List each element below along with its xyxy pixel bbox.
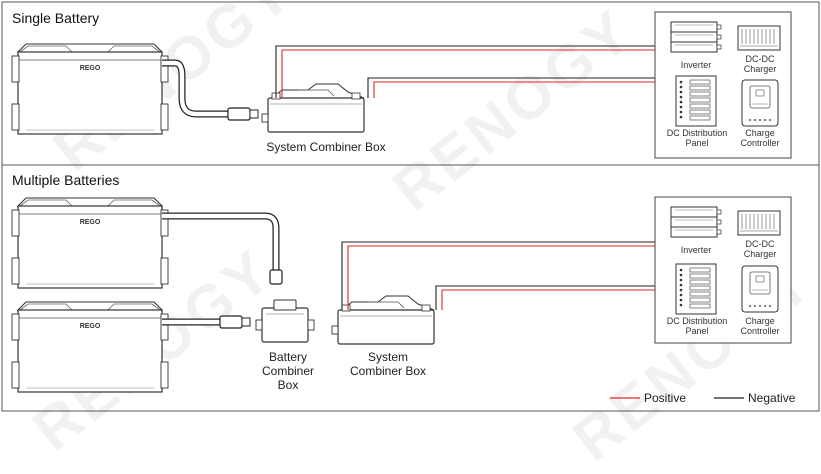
dcdc-charger-label-line1: DC-DC [745,54,775,64]
inverter-icon [670,21,722,53]
dc-distribution-panel-icon [675,263,717,315]
system-combiner-label-line2: Combiner Box [349,364,427,378]
lithium-battery [11,43,169,135]
dc-panel-label-line1: DC Distribution [666,128,728,138]
dc-distribution-panel-icon [675,75,717,127]
battery-combiner-box-label: Battery Combiner Box [256,350,320,392]
charge-controller-label: Charge Controller [730,316,790,336]
dc-panel-label-line1: DC Distribution [666,316,728,326]
charge-controller-icon [741,265,779,313]
dc-distribution-panel-label: DC Distribution Panel [660,316,734,336]
section-title-multiple: Multiple Batteries [12,172,120,188]
dcdc-charger-label-line2: Charger [743,64,777,74]
lithium-battery-2 [11,301,169,393]
dcdc-charger-label: DC-DC Charger [730,54,790,74]
system-combiner-box-label: System Combiner Box [266,140,386,154]
battery-cables [162,212,283,329]
dcdc-charger-label-line1: DC-DC [745,239,775,249]
system-combiner-box-label-2: System Combiner Box [340,350,436,378]
charge-controller-label-line1: Charge [745,316,775,326]
battery-combiner-label-line2: Combiner [261,364,315,378]
charge-controller-label-line2: Controller [740,138,780,148]
battery-brand-label: REGO [79,219,101,226]
battery-combiner-label-line3: Box [277,378,299,392]
dcdc-charger-icon [737,210,781,236]
dcdc-charger-icon [737,25,781,51]
system-combiner-box [261,83,365,133]
battery-cable [162,59,259,121]
dcdc-charger-label: DC-DC Charger [730,239,790,259]
charge-controller-label-line2: Controller [740,326,780,336]
inverter-label: Inverter [680,60,712,70]
system-combiner-box-2 [331,295,435,345]
legend-positive-label: Positive [644,391,687,405]
dc-distribution-panel-label: DC Distribution Panel [660,128,734,148]
battery-combiner-label-line1: Battery [268,350,307,364]
battery-combiner-box [255,299,315,343]
dc-panel-label-line2: Panel [685,326,709,336]
inverter-icon [670,206,722,238]
dc-panel-label-line2: Panel [685,138,709,148]
section-title-single: Single Battery [12,10,100,26]
battery-brand-label: REGO [79,65,101,72]
inverter-label: Inverter [680,245,712,255]
wiring-diagram [1,1,820,412]
charge-controller-label-line1: Charge [745,128,775,138]
multiple-wires [341,241,664,310]
system-combiner-label-line1: System [367,350,408,364]
outer-frame [1,1,820,412]
single-wires [275,45,664,98]
charge-controller-label: Charge Controller [730,128,790,148]
battery-brand-label: REGO [79,323,101,330]
lithium-battery-1 [11,197,169,289]
dcdc-charger-label-line2: Charger [743,249,777,259]
legend-negative-label: Negative [748,391,796,405]
charge-controller-icon [741,79,779,127]
